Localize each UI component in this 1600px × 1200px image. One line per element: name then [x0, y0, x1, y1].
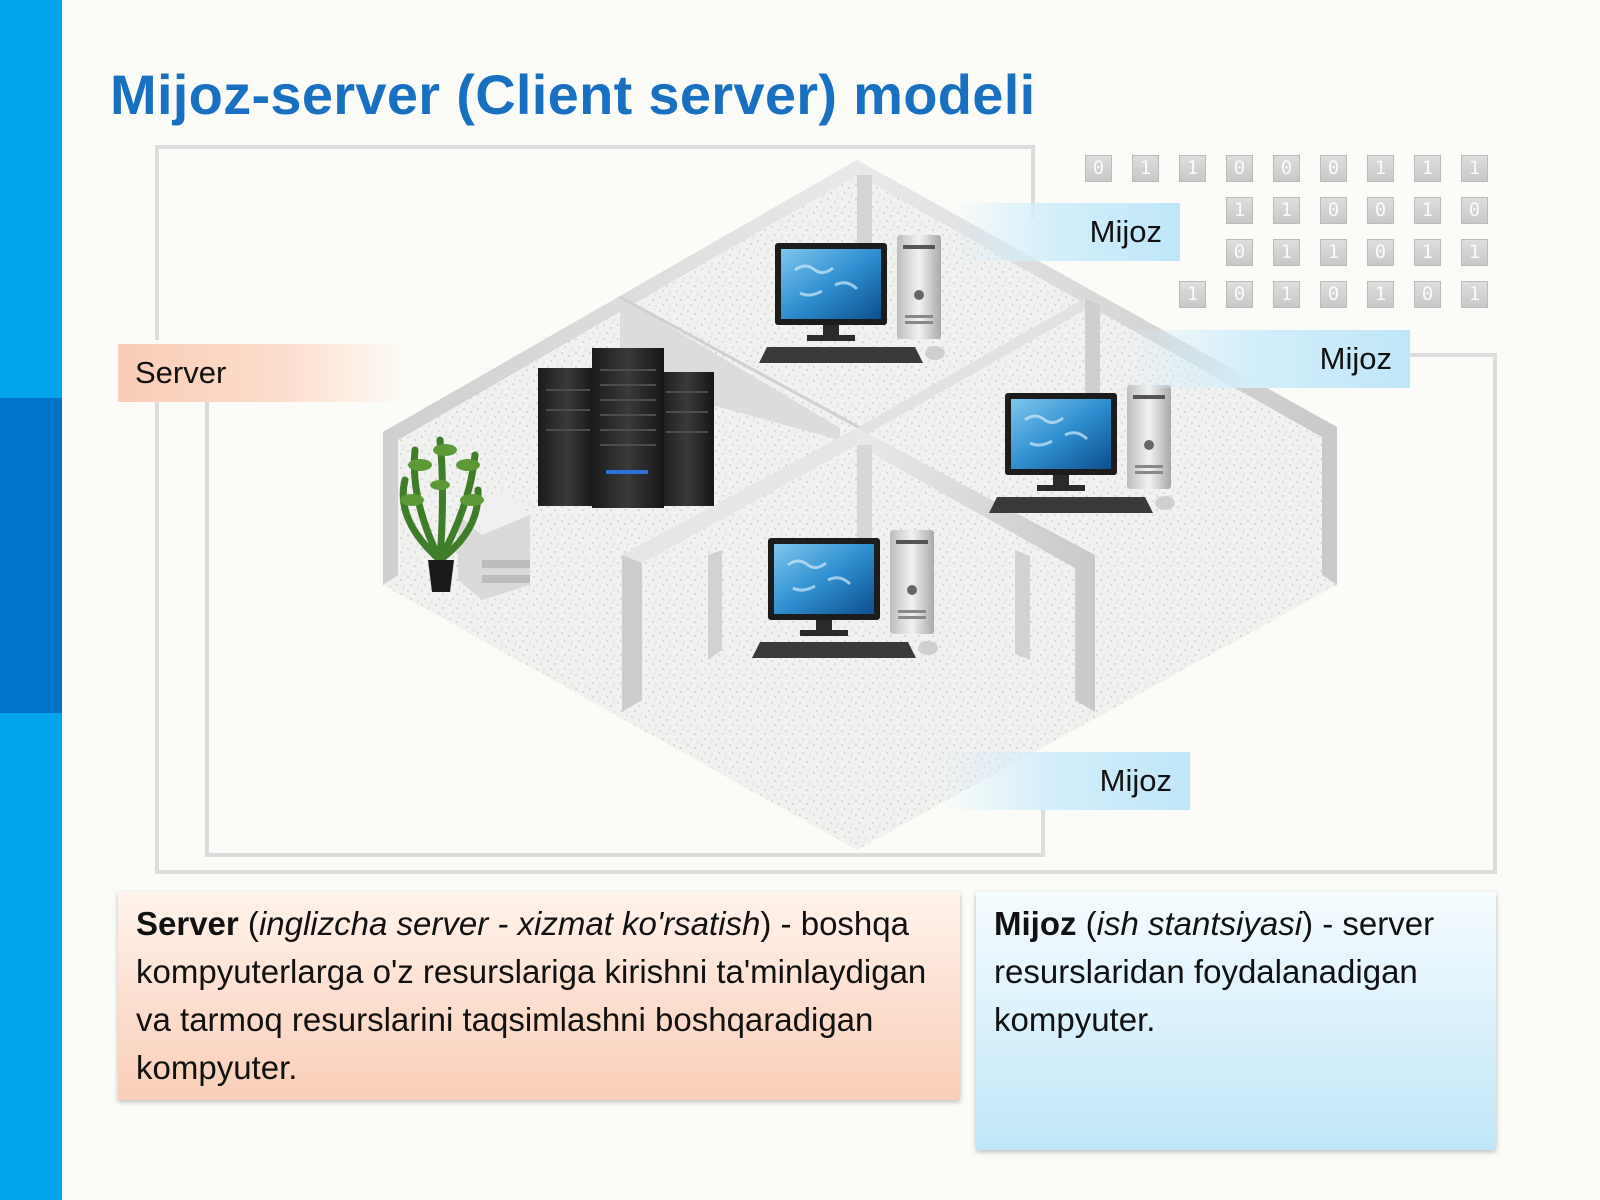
- binary-digit: 0: [1367, 197, 1394, 224]
- server-paren-open: (: [238, 905, 259, 942]
- computer-icon: [759, 235, 945, 363]
- binary-digit: 1: [1414, 239, 1441, 266]
- client-label-bottom: Mijoz: [940, 752, 1190, 810]
- binary-digit: 1: [1320, 239, 1347, 266]
- computer-icon: [989, 385, 1175, 513]
- binary-digit: 0: [1085, 155, 1112, 182]
- binary-digit: 0: [1226, 155, 1253, 182]
- slide-title: Mijoz-server (Client server) modeli: [110, 63, 1036, 126]
- binary-digit: 0: [1226, 281, 1253, 308]
- binary-digit: 0: [1461, 197, 1488, 224]
- server-rack-icon: [538, 348, 714, 508]
- binary-digit: 1: [1461, 239, 1488, 266]
- server-gloss: inglizcha server - xizmat ko'rsatish: [258, 905, 761, 942]
- client-description: Mijoz (ish stantsiyasi) - server resursl…: [976, 892, 1496, 1150]
- server-definition: boshqa kompyuterlarga o'z resurslariga k…: [136, 905, 927, 1086]
- left-sidebar-band: [0, 398, 62, 713]
- binary-digit: 1: [1132, 155, 1159, 182]
- computer-icon: [752, 530, 938, 658]
- binary-digit: 1: [1226, 197, 1253, 224]
- binary-digit: 0: [1320, 155, 1347, 182]
- client-label-top: Mijoz: [950, 203, 1180, 261]
- server-label: Server: [118, 344, 408, 402]
- client-gloss: ish stantsiyasi: [1096, 905, 1303, 942]
- binary-digit: 0: [1226, 239, 1253, 266]
- binary-digit: 0: [1414, 281, 1441, 308]
- binary-digit: 1: [1414, 155, 1441, 182]
- binary-digit: 1: [1461, 155, 1488, 182]
- binary-digit: 1: [1367, 281, 1394, 308]
- server-description: Server (inglizcha server - xizmat ko'rsa…: [118, 892, 960, 1100]
- client-paren-open: (: [1076, 905, 1097, 942]
- client-label-right: Mijoz: [1120, 330, 1410, 388]
- binary-digit: 1: [1273, 197, 1300, 224]
- plant-icon: [399, 436, 484, 592]
- binary-digit: 0: [1320, 281, 1347, 308]
- server-paren-close: ) -: [760, 905, 801, 942]
- client-definition: server resurslaridan foydalanadigan komp…: [994, 905, 1435, 1038]
- binary-digit: 1: [1461, 281, 1488, 308]
- binary-digit: 1: [1273, 239, 1300, 266]
- binary-digit: 1: [1179, 281, 1206, 308]
- binary-digit: 0: [1273, 155, 1300, 182]
- printer-icon: [458, 490, 530, 600]
- server-term: Server: [136, 905, 239, 942]
- binary-digit: 1: [1273, 281, 1300, 308]
- binary-digit: 1: [1367, 155, 1394, 182]
- inner-partitions: [619, 175, 1100, 712]
- binary-digit: 1: [1414, 197, 1441, 224]
- connector-lines: [155, 145, 1497, 874]
- binary-digit: 1: [1179, 155, 1206, 182]
- binary-digit: 0: [1320, 197, 1347, 224]
- binary-digit: 0: [1367, 239, 1394, 266]
- client-term: Mijoz: [994, 905, 1077, 942]
- client-paren-close: ) -: [1302, 905, 1343, 942]
